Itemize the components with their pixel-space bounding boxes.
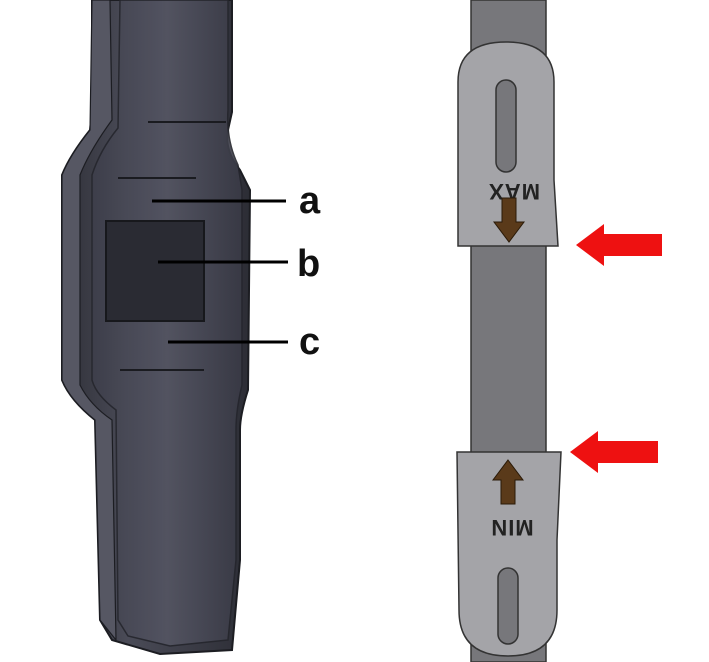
max-clip-slot [495,79,517,173]
min-clip: MIN [456,451,562,657]
min-clip-body [456,451,562,657]
arrow-up-icon [492,459,524,505]
min-label: MIN [490,515,533,540]
arrow-left-icon [576,224,662,266]
handle-display-window [105,220,205,322]
handle-edge-strip [61,0,117,642]
callout-b: b [297,243,320,285]
handle [61,0,252,656]
callout-c: c [299,321,320,363]
arrow-left-icon [570,431,658,473]
arrow-down-icon [493,197,525,243]
max-clip: MAX [457,41,559,247]
handle-inner-panel [91,0,243,647]
callout-a: a [299,180,321,222]
adjustment-strap: MAX MIN [456,0,562,662]
min-clip-slot [497,567,519,645]
